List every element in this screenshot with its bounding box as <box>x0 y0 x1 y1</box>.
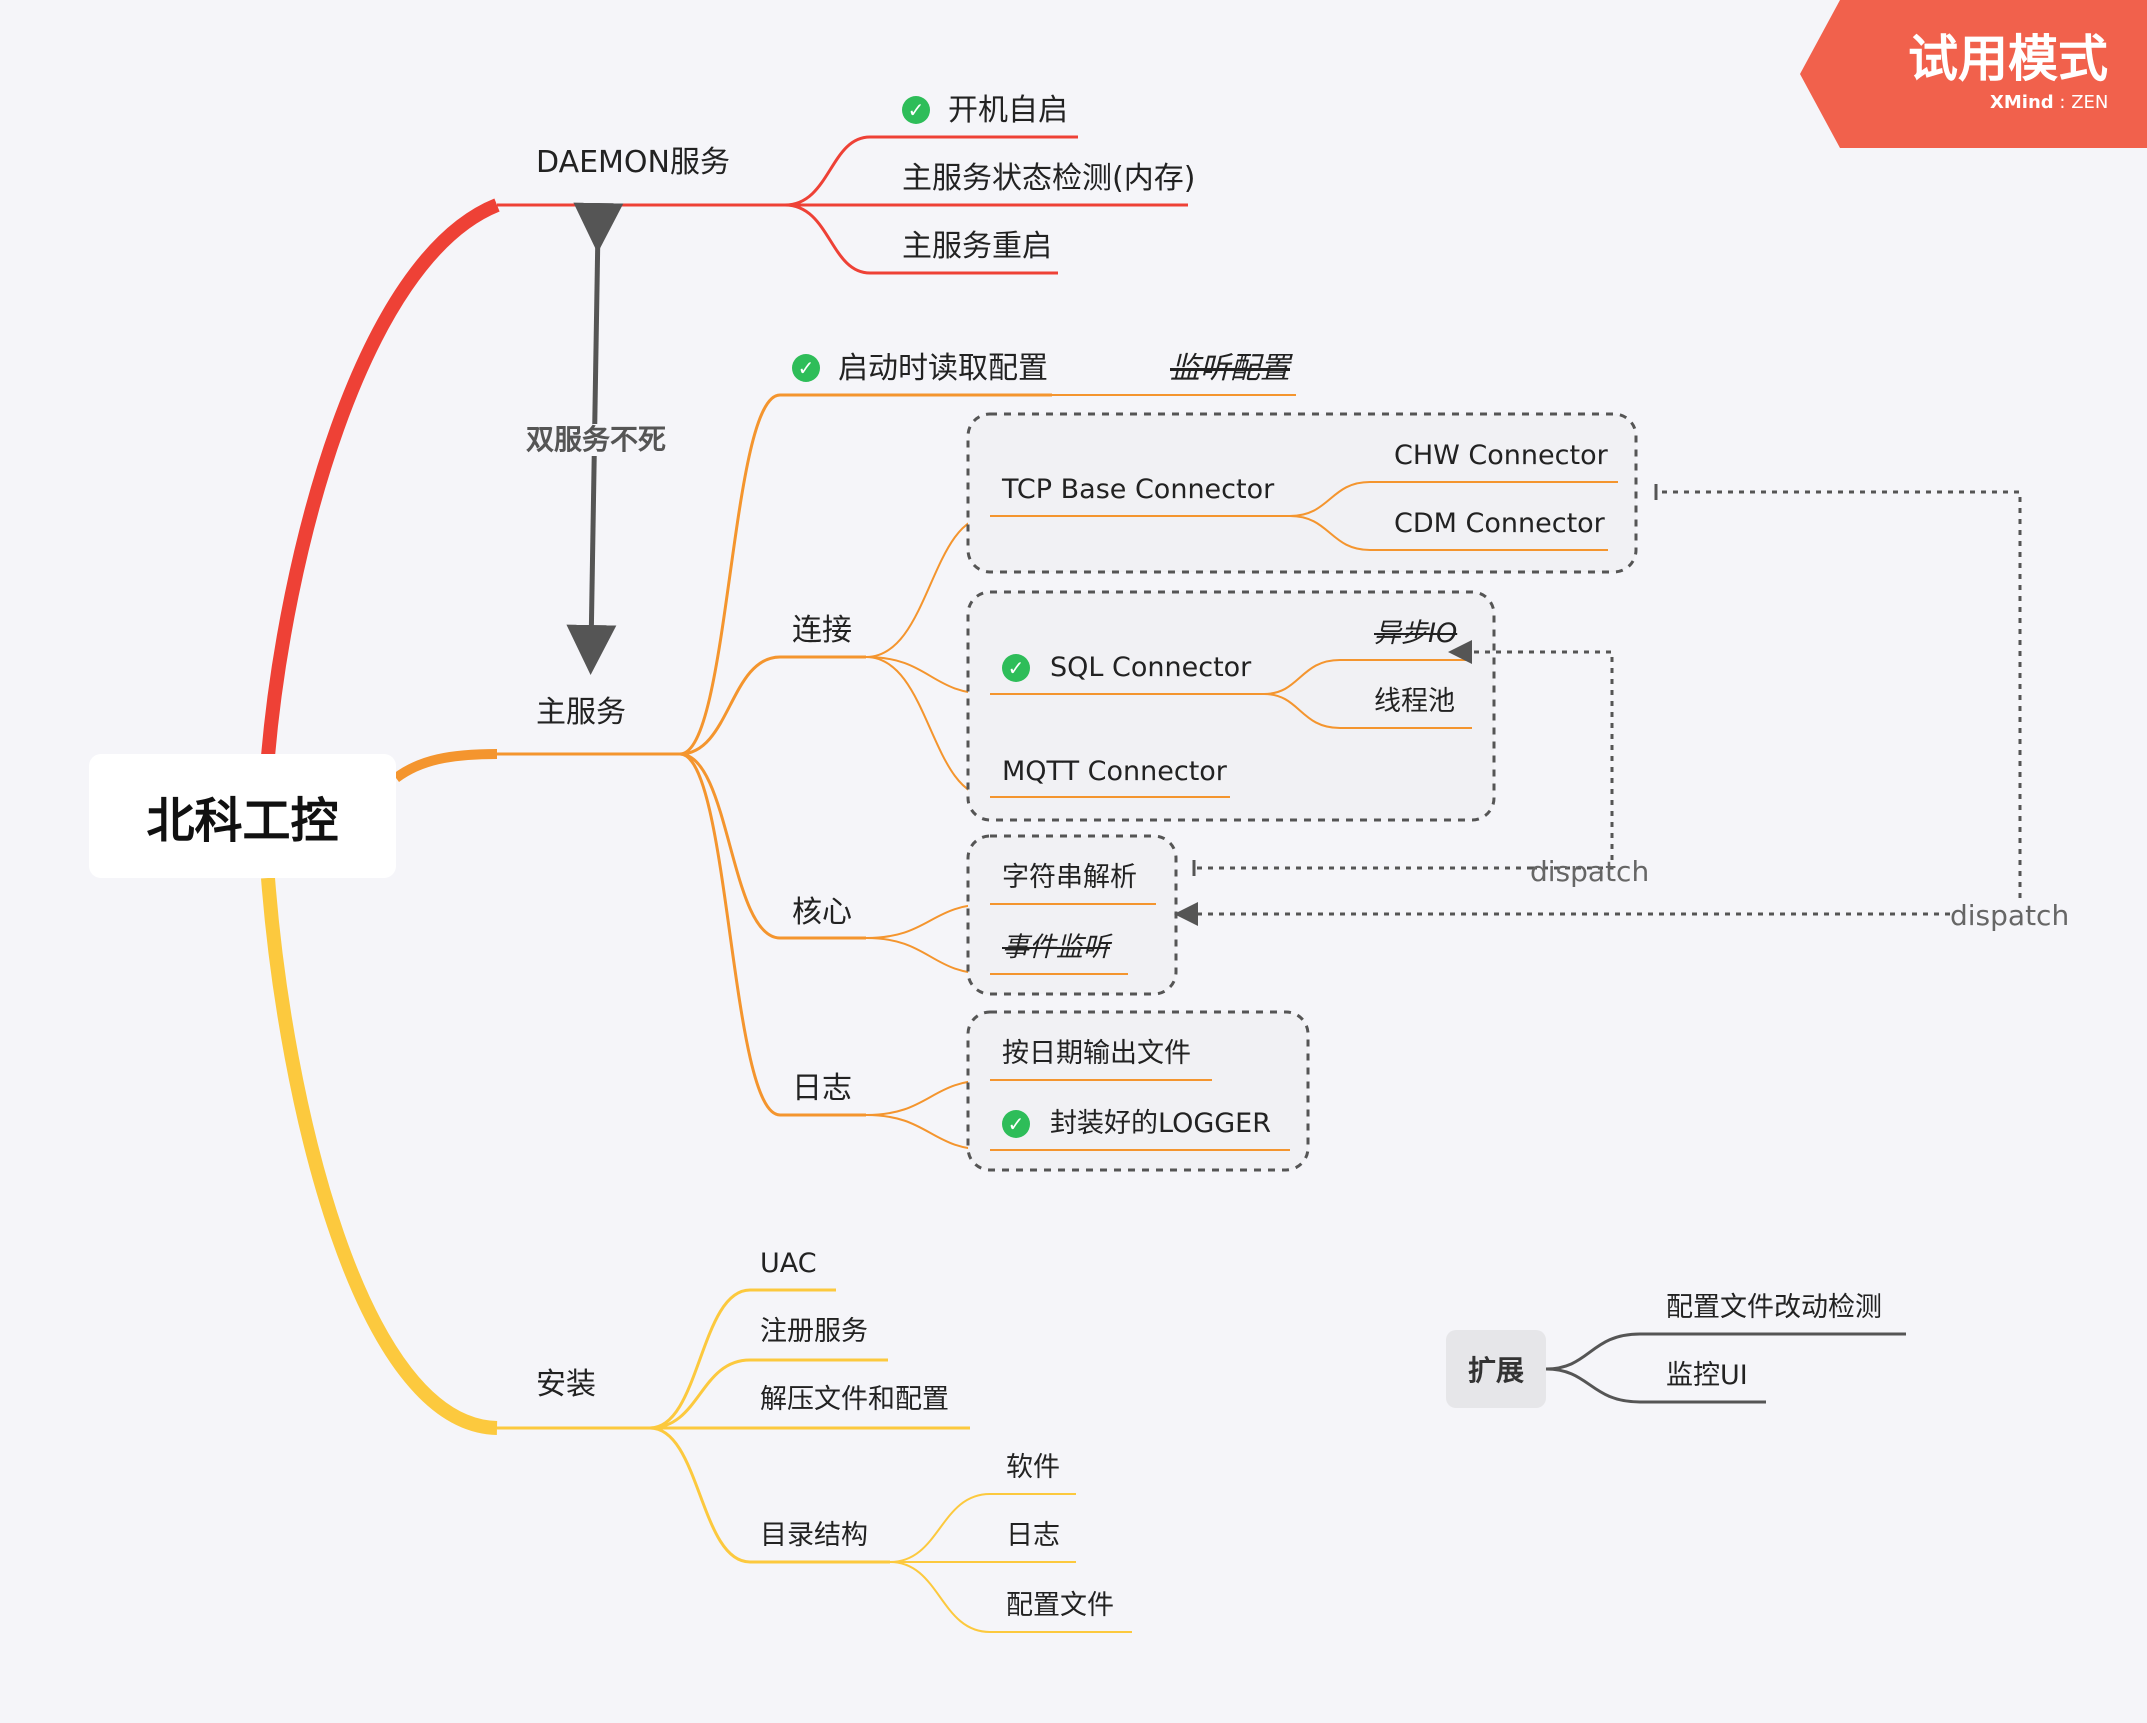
connection-title[interactable]: 连接 <box>792 613 852 648</box>
ext-link-2 <box>1545 1367 1766 1404</box>
boundary-log <box>966 1010 1310 1172</box>
install-link-dir <box>649 1426 890 1564</box>
check-icon: ✓ <box>1002 1110 1030 1138</box>
daemon-link-3 <box>784 203 1058 275</box>
dir-item-config[interactable]: 配置文件 <box>1006 1590 1114 1621</box>
boundary-core <box>966 834 1178 996</box>
central-topic[interactable]: 北科工控 <box>89 754 396 878</box>
main-link-core <box>679 752 866 940</box>
daemon-item-autostart[interactable]: 开机自启 <box>948 93 1068 128</box>
tcp-connector[interactable]: TCP Base Connector <box>1002 474 1275 505</box>
config-label[interactable]: 启动时读取配置 <box>838 351 1048 386</box>
trial-badge-title: 试用模式 <box>1908 30 2108 88</box>
install-title[interactable]: 安装 <box>536 1367 596 1402</box>
trial-badge-brand: XMind : ZEN <box>1990 92 2109 113</box>
daemon-link-1 <box>784 135 1078 207</box>
branch-main <box>393 749 498 783</box>
thread-pool[interactable]: 线程池 <box>1374 686 1455 717</box>
boundary-tcp <box>966 412 1638 574</box>
ext-item-monitor-ui[interactable]: 监控UI <box>1666 1360 1748 1391</box>
main-service-title[interactable]: 主服务 <box>536 695 626 730</box>
core-item-parse[interactable]: 字符串解析 <box>1002 862 1137 893</box>
dispatch-label-1[interactable]: dispatch <box>1530 855 1650 888</box>
trial-badge <box>1800 0 2147 148</box>
log-title[interactable]: 日志 <box>792 1071 852 1106</box>
check-icon: ✓ <box>1002 654 1030 682</box>
install-link-reg <box>649 1358 888 1430</box>
daemon-item-monitor[interactable]: 主服务状态检测(内存) <box>902 161 1196 196</box>
dispatch-label-2[interactable]: dispatch <box>1950 899 2070 932</box>
install-item-unzip[interactable]: 解压文件和配置 <box>760 1384 949 1415</box>
tcp-underline <box>990 481 1618 551</box>
main-link-config <box>679 393 1052 756</box>
cdm-connector[interactable]: CDM Connector <box>1394 508 1605 539</box>
dir-link-cfg <box>889 1561 1132 1633</box>
sql-connector[interactable]: SQL Connector <box>1050 652 1252 683</box>
main-link-connection <box>679 655 866 756</box>
ext-link-1 <box>1545 1332 1906 1371</box>
install-item-uac[interactable]: UAC <box>760 1248 817 1279</box>
install-item-register[interactable]: 注册服务 <box>760 1316 868 1347</box>
dispatch-line-1 <box>1448 640 1614 870</box>
daemon-title[interactable]: DAEMON服务 <box>536 145 730 180</box>
dir-item-log[interactable]: 日志 <box>1006 1520 1060 1551</box>
async-io[interactable]: 异步IO <box>1374 618 1458 649</box>
main-link-log <box>679 752 866 1117</box>
dir-title[interactable]: 目录结构 <box>760 1520 868 1551</box>
boundary-sql <box>966 590 1496 822</box>
core-underline <box>990 903 1156 975</box>
relationship-label[interactable]: 双服务不死 <box>524 423 669 456</box>
branch-daemon <box>261 198 500 757</box>
check-icon: ✓ <box>902 96 930 124</box>
dispatch-line-2b <box>1656 490 2022 898</box>
dir-link-soft <box>889 1493 1076 1563</box>
log-underline <box>990 1079 1290 1151</box>
install-link-uac <box>649 1288 836 1430</box>
mqtt-connector[interactable]: MQTT Connector <box>1002 756 1227 787</box>
log-item-logger[interactable]: 封装好的LOGGER <box>1050 1108 1271 1139</box>
daemon-item-restart[interactable]: 主服务重启 <box>902 229 1052 264</box>
chw-connector[interactable]: CHW Connector <box>1394 440 1608 471</box>
branch-install <box>261 877 498 1435</box>
sql-underline <box>990 659 1472 729</box>
core-title[interactable]: 核心 <box>792 895 852 930</box>
core-item-event[interactable]: 事件监听 <box>1002 932 1110 963</box>
extension-topic[interactable]: 扩展 <box>1446 1330 1546 1408</box>
check-icon: ✓ <box>792 354 820 382</box>
log-item-date[interactable]: 按日期输出文件 <box>1002 1038 1191 1069</box>
config-note[interactable]: 监听配置 <box>1170 351 1290 386</box>
dir-item-software[interactable]: 软件 <box>1006 1452 1060 1483</box>
ext-item-config-watch[interactable]: 配置文件改动检测 <box>1666 1292 1882 1323</box>
